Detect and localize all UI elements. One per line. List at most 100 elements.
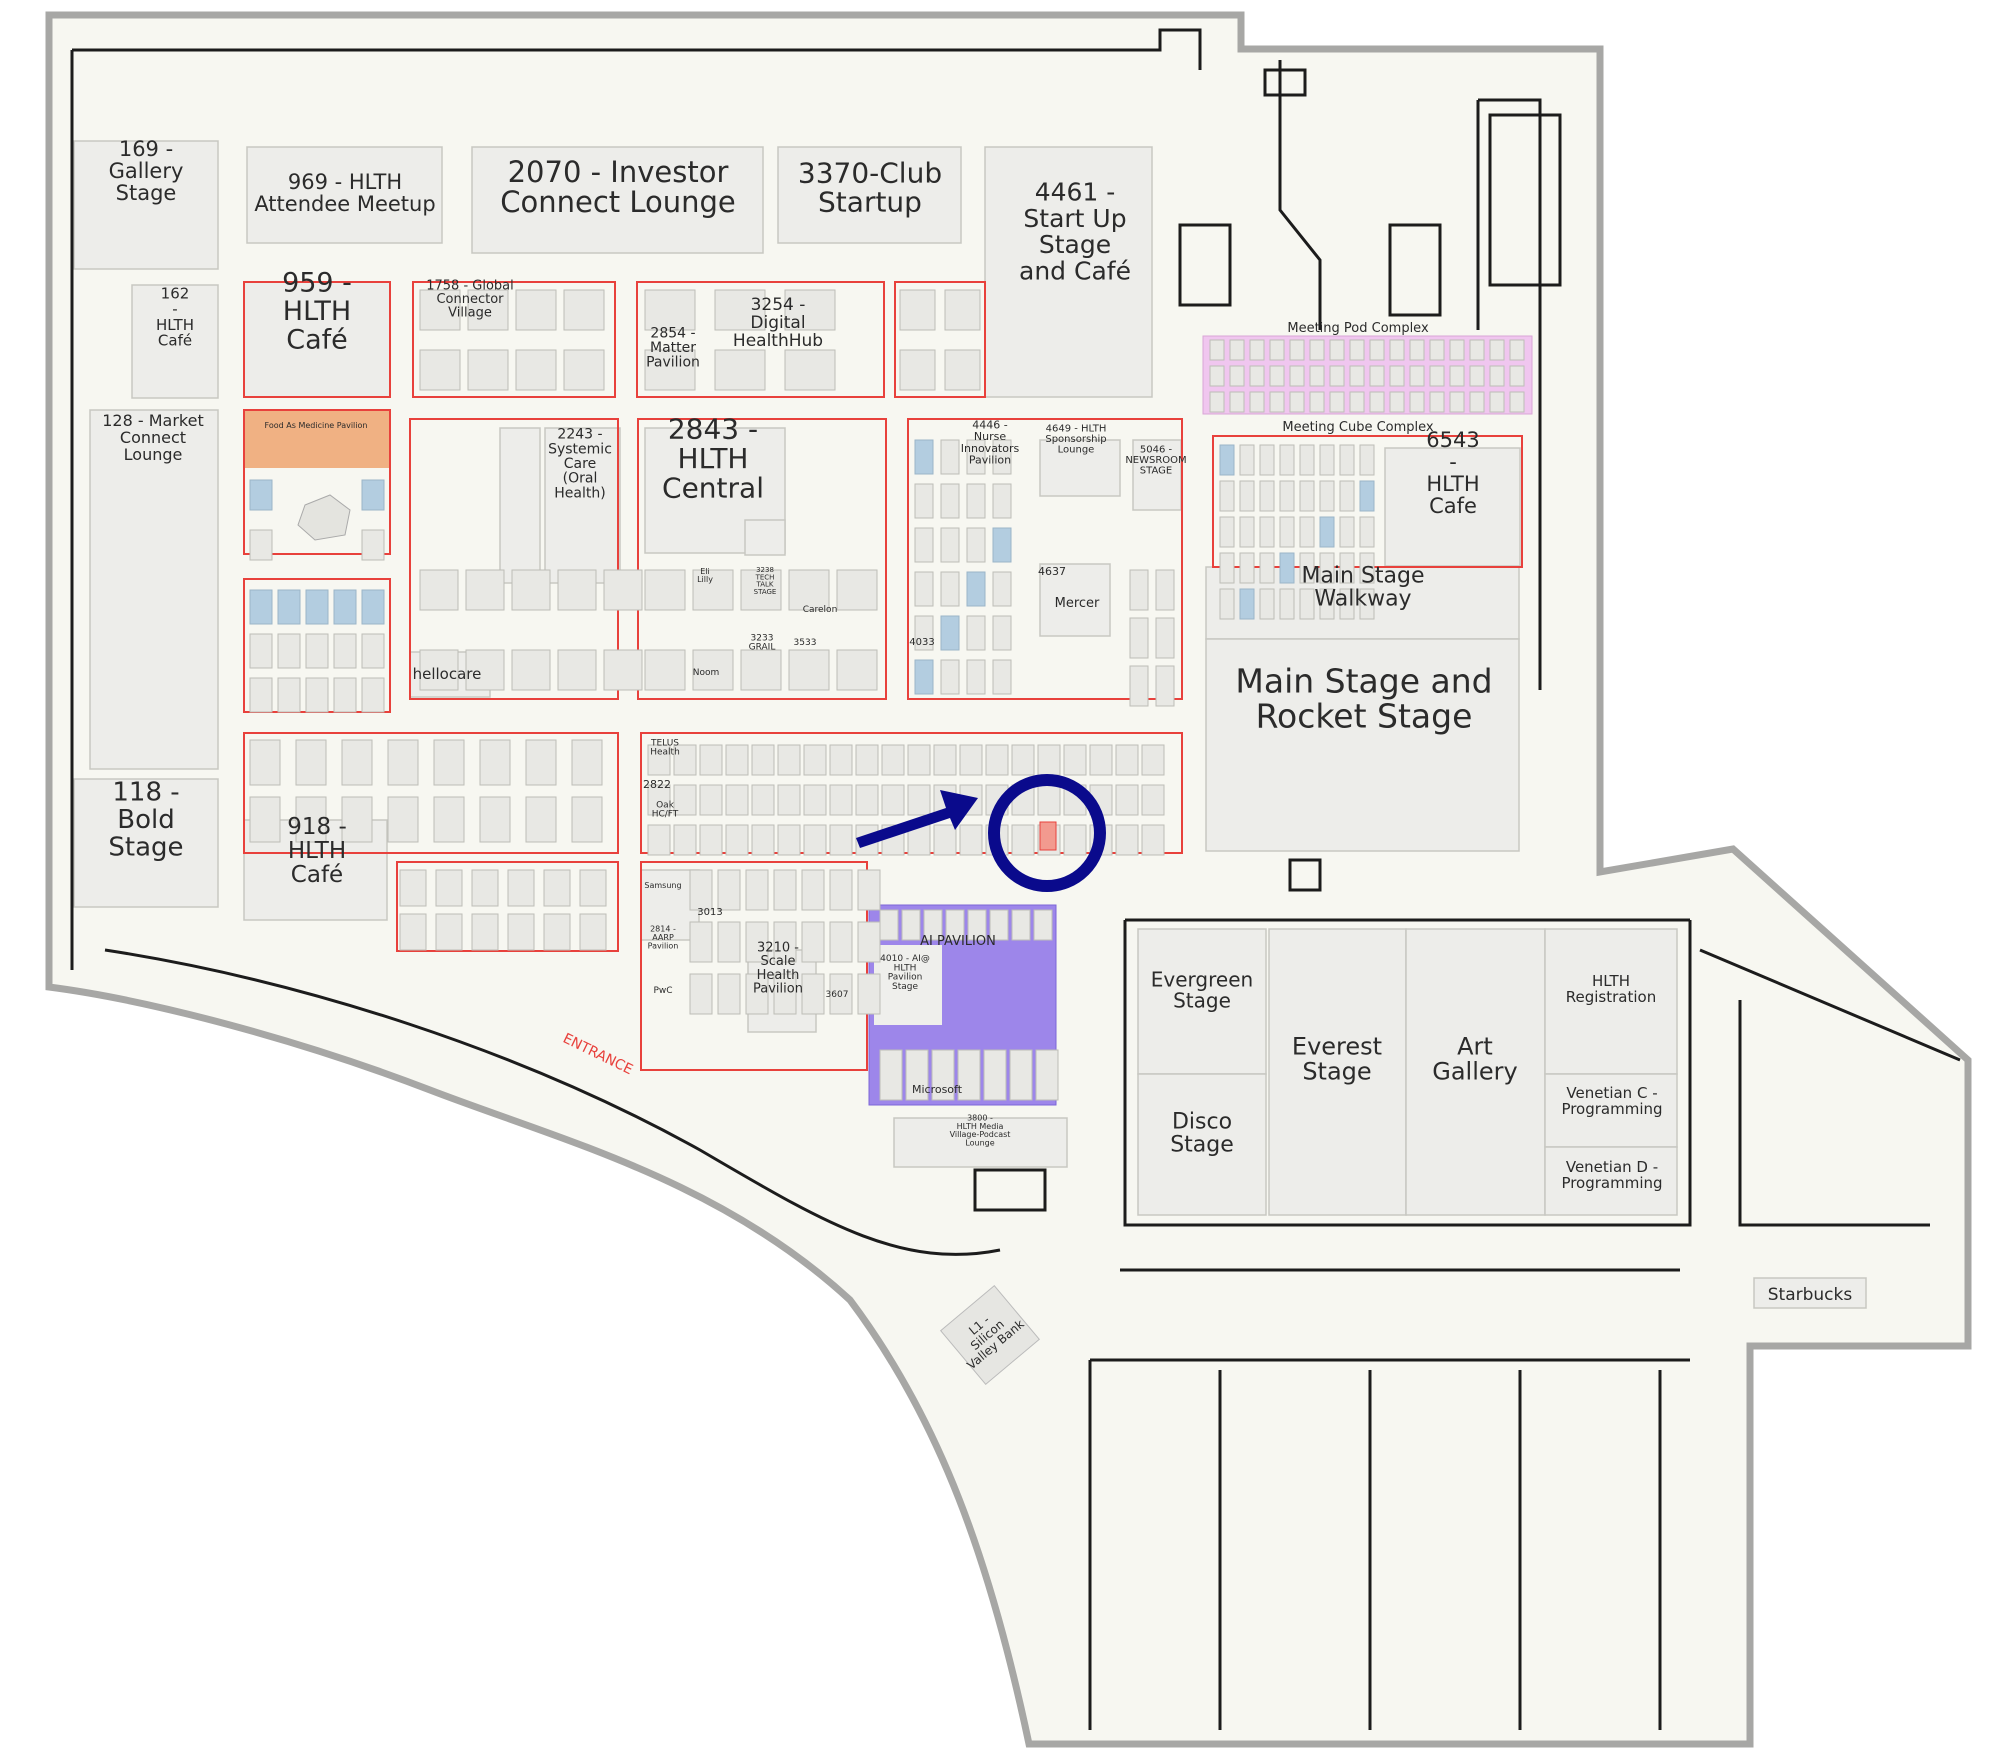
everest-stage [1268,928,1407,1216]
label-line: STAGE [754,588,777,596]
booth [879,909,899,941]
booth [1239,516,1255,548]
booth [1389,339,1405,361]
booth [249,677,273,713]
booth [914,527,934,563]
label-line: Mercer [1055,596,1100,611]
booth [341,796,373,843]
exhibit-block-outline [640,861,868,1071]
label-booth-4033: 4033 [909,637,934,648]
booth [399,869,427,907]
booth [944,349,981,391]
investor-lounge [471,146,764,254]
label-line: Programming [1561,1174,1662,1192]
booth [751,744,775,776]
booth [992,483,1012,519]
booth [1239,444,1255,476]
label-line: STAGE [1140,466,1172,477]
exhibit-block-outline [636,281,885,398]
booth [944,289,981,331]
right-wall [1476,98,1542,690]
booth [1259,516,1275,548]
label-line: Oak [656,800,675,810]
label-line: AI PAVILION [920,934,996,949]
booth [1129,665,1149,707]
label-line: Stage [1039,230,1111,259]
label-line: 4446 - [972,419,1007,432]
label-booth-4637: 4637 [1038,565,1066,578]
booth [1037,744,1061,776]
label-line: 128 - Market [102,411,203,430]
booth [644,569,686,611]
booth [1229,365,1245,387]
booth [571,796,603,843]
label-venetian-c: Venetian C -Programming [1561,1084,1662,1118]
booth [1299,516,1315,548]
booth [249,589,273,625]
media-village [893,1117,1068,1168]
label-line: Connector [436,292,504,307]
booth [940,483,960,519]
booth [914,483,934,519]
exhibit-block-outline [409,418,619,700]
booth [899,289,936,331]
booth [740,649,782,691]
exhibit-block-outline [907,418,1183,700]
exhibit-block-outline [412,281,616,398]
booth [333,589,357,625]
label-line: 118 - [112,778,179,808]
label-line: Systemic [548,441,612,457]
exhibit-block-outline [396,861,619,952]
cafe-6543 [1384,447,1521,567]
label-line: PwC [653,986,672,996]
booth [1469,339,1485,361]
label-line: Stage [108,832,183,862]
booth [1129,617,1149,659]
booth [1249,391,1265,413]
label-line: Disco [1172,1109,1232,1134]
booth [1369,339,1385,361]
booth [1489,339,1505,361]
booth [543,913,571,951]
booth [1011,824,1035,856]
label-line: Stage [1173,989,1231,1013]
market-lounge [89,409,219,770]
tech-talk [744,519,786,556]
booth [277,677,301,713]
booth [857,869,881,911]
booth [435,869,463,907]
booth [1219,516,1235,548]
booth [647,824,671,856]
booth [1011,909,1031,941]
booth [467,289,509,331]
label-line: HLTH [283,296,351,327]
booth [1359,444,1375,476]
label-line: 3370-Club [798,156,942,189]
label-line: Venetian D - [1566,1158,1658,1176]
label-line: 4649 - HLTH [1046,424,1107,435]
booth [557,569,597,611]
booth [829,824,853,856]
booth [647,784,671,816]
booth [515,349,557,391]
booth [1155,617,1175,659]
service-wall [1278,60,1322,330]
booth [1269,365,1285,387]
booth [857,921,881,963]
booth [788,569,830,611]
booth [361,633,385,669]
ai-stage [874,945,942,1025]
label-line: Sponsorship [1045,434,1106,445]
booth [1389,365,1405,387]
booth [305,589,329,625]
stair-structure [1178,223,1232,307]
label-line: NEWSROOM [1125,455,1186,466]
booth [829,869,853,911]
